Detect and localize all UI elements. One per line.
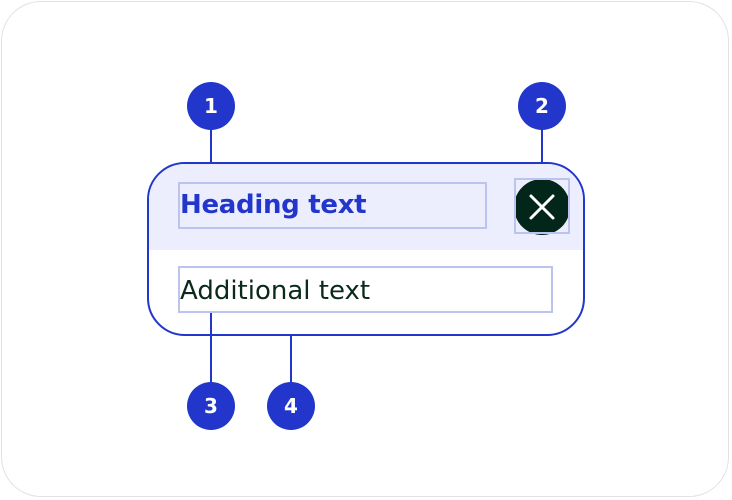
component-card bbox=[147, 162, 585, 336]
close-guide-box bbox=[514, 178, 570, 234]
heading-text: Heading text bbox=[178, 182, 487, 229]
additional-text: Additional text bbox=[178, 266, 553, 313]
callout-line-1 bbox=[210, 128, 212, 182]
callout-badge-1: 1 bbox=[187, 82, 235, 130]
callout-line-4 bbox=[290, 336, 292, 383]
callout-badge-2: 2 bbox=[518, 82, 566, 130]
callout-line-3 bbox=[210, 313, 212, 383]
card-header bbox=[149, 164, 583, 250]
callout-badge-3: 3 bbox=[187, 382, 235, 430]
callout-line-2 bbox=[541, 128, 543, 180]
close-icon bbox=[529, 194, 555, 220]
callout-badge-4: 4 bbox=[267, 382, 315, 430]
close-button[interactable] bbox=[514, 179, 570, 235]
